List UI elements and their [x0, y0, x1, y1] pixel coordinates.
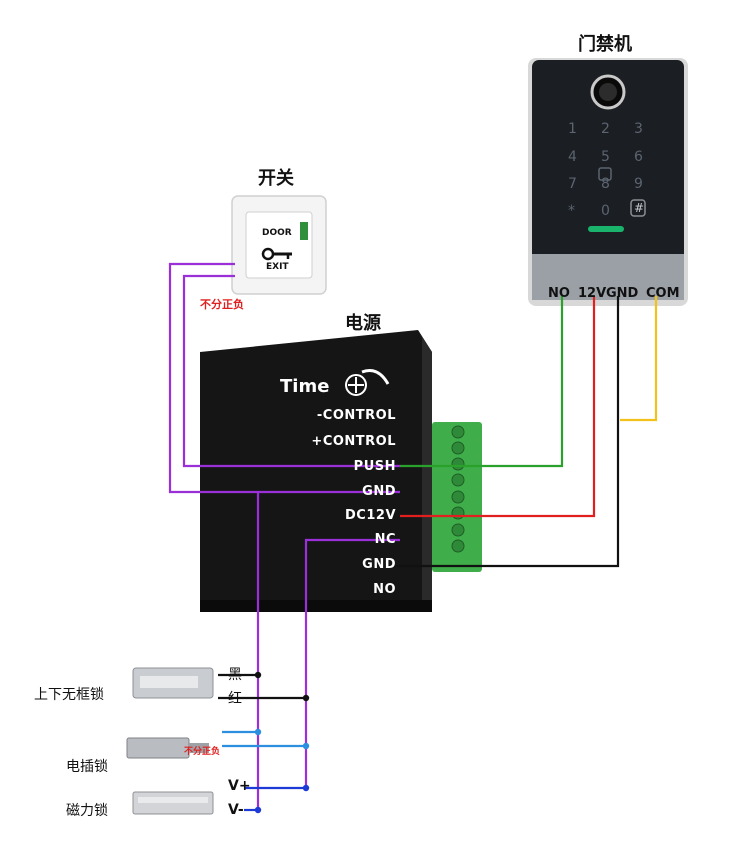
junction-dot-bolt-1 [254, 728, 262, 736]
psu-label-gnd: GND [362, 484, 396, 499]
electric-bolt-lock-label: 电插锁 [66, 759, 108, 775]
key-1: 1 [568, 121, 577, 137]
key-8: 8 [601, 176, 610, 192]
key-hash: # [634, 201, 645, 215]
exit-button-face [245, 211, 313, 279]
controller-terminal-12v: 12V [578, 286, 607, 301]
red-wire-12v [400, 296, 596, 518]
v-minus-label: V- [228, 802, 244, 818]
switch-polarity-note: 不分正负 [200, 298, 244, 311]
frameless-lock-label: 上下无框锁 [34, 687, 104, 703]
junction-dot-red [302, 694, 310, 702]
terminal-screw-3 [451, 457, 465, 471]
psu-label-plus-control: +CONTROL [311, 434, 396, 449]
electric-bolt-polarity-note: 不分正负 [184, 747, 221, 757]
wire-black-label: 黑 [228, 667, 242, 683]
card-reader-icon [598, 167, 612, 181]
psu-label-dc12v: DC12V [345, 508, 396, 523]
terminal-screw-1 [451, 425, 465, 439]
psu-label-nc: NC [374, 532, 396, 547]
terminal-screw-5 [451, 490, 465, 504]
key-2: 2 [601, 121, 610, 137]
terminal-screw-2 [451, 441, 465, 455]
exit-button-green-tab [300, 222, 308, 240]
fingerprint-sensor-core [599, 83, 617, 101]
junction-dot-v-minus [254, 806, 262, 814]
key-6: 6 [634, 149, 643, 165]
key-0: 0 [601, 203, 610, 219]
green-wire-no [400, 296, 564, 468]
terminal-screw-6 [451, 506, 465, 520]
purple-wire-nc [304, 538, 400, 786]
psu-label-minus-control: -CONTROL [316, 408, 396, 423]
key-7: 7 [568, 176, 577, 192]
terminal-screw-8 [451, 539, 465, 553]
junction-dot-v-plus [302, 784, 310, 792]
junction-dot-black [254, 671, 262, 679]
electric-bolt-lock-bolt [189, 743, 209, 753]
power-supply-bottom-shade [200, 600, 432, 612]
v-plus-label: V+ [228, 778, 251, 794]
power-supply-title: 电源 [345, 313, 381, 334]
controller-terminal-gnd: GND [606, 286, 639, 301]
psu-label-gnd-2: GND [362, 557, 396, 572]
yellow-wire-com [620, 296, 658, 422]
terminal-screws [451, 425, 465, 553]
key-9: 9 [634, 176, 643, 192]
electric-bolt-lock-image [126, 737, 190, 759]
power-supply-body [200, 330, 432, 612]
psu-label-push: PUSH [353, 459, 396, 474]
black-wire-gnd [378, 296, 620, 568]
access-controller-title: 门禁机 [578, 34, 632, 55]
key-star: * [568, 203, 575, 219]
exit-button-door-text: DOOR [262, 228, 292, 238]
controller-terminal-no: NO [548, 286, 570, 301]
power-supply-brand: Time [280, 376, 330, 397]
terminal-screw-4 [451, 473, 465, 487]
controller-bottom-panel [532, 254, 684, 300]
psu-label-no: NO [373, 582, 396, 597]
junction-dot-bolt-2 [302, 742, 310, 750]
magnetic-lock-label: 磁力锁 [66, 803, 108, 819]
wire-red-label: 红 [228, 691, 242, 707]
purple-wire-push [182, 274, 400, 468]
exit-button-exit-text: EXIT [266, 262, 289, 272]
junction-dots [254, 671, 310, 814]
key-3: 3 [634, 121, 643, 137]
bell-icon [630, 199, 646, 217]
key-5: 5 [601, 149, 610, 165]
wires [168, 262, 658, 812]
frameless-lock-plate [140, 676, 198, 688]
magnetic-lock-face [138, 797, 208, 803]
power-supply-side [418, 330, 432, 612]
status-led-bar [588, 226, 624, 232]
power-supply-logo-icon [345, 374, 367, 396]
terminal-screw-7 [451, 523, 465, 537]
logo-swoosh-icon [361, 369, 390, 385]
switch-title: 开关 [258, 168, 294, 189]
controller-terminal-com: COM [646, 286, 680, 301]
purple-wire-gnd [168, 262, 400, 494]
key-4: 4 [568, 149, 577, 165]
